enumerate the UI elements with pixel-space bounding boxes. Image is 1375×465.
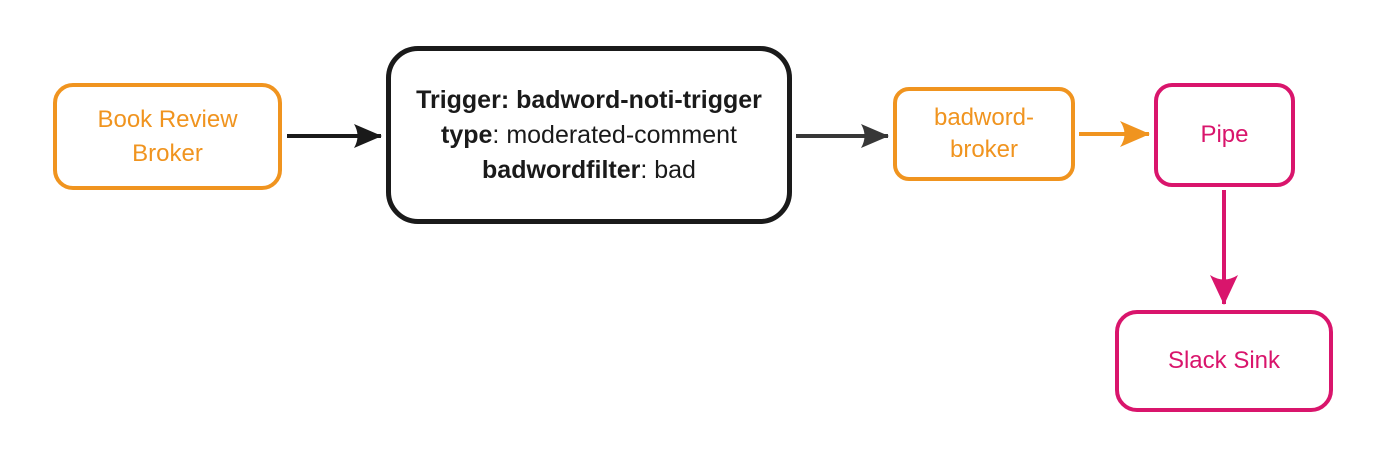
trigger-type-value: : moderated-comment — [492, 120, 737, 149]
book-review-broker-label: Book Review Broker — [97, 105, 238, 167]
node-book-review-broker: Book Review Broker — [53, 83, 282, 190]
node-trigger-details: Trigger: badword-noti-trigger type: mode… — [386, 46, 792, 224]
trigger-filter-value: : bad — [640, 155, 696, 184]
node-badword-broker: badword-broker — [893, 87, 1075, 181]
node-slack-sink: Slack Sink — [1115, 310, 1333, 412]
trigger-filter-key: badwordfilter — [482, 155, 641, 184]
trigger-name-text: Trigger: badword-noti-trigger — [416, 85, 762, 114]
pipe-label: Pipe — [1200, 121, 1249, 148]
node-pipe: Pipe — [1154, 83, 1295, 187]
trigger-line-type: type: moderated-comment — [416, 118, 762, 153]
trigger-type-key: type — [441, 120, 493, 149]
slack-sink-label: Slack Sink — [1167, 347, 1281, 374]
trigger-line-name: Trigger: badword-noti-trigger — [416, 83, 762, 118]
badword-broker-label: badword-broker — [933, 103, 1035, 163]
trigger-line-filter: badwordfilter: bad — [416, 153, 762, 188]
